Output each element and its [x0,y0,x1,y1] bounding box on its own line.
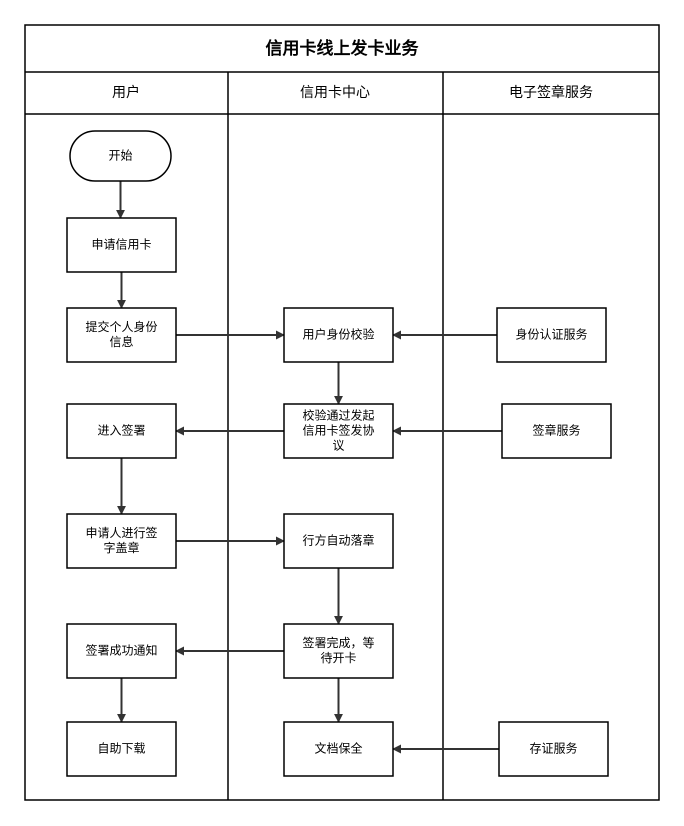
terminal-shape [69,130,172,182]
node-self-download: 自助下载 [66,721,177,777]
process-box [501,403,612,459]
node-label-line: 签章服务 [532,423,580,438]
diagram-frame [24,24,660,801]
process-box [498,721,609,777]
node-label-line: 存证服务 [529,741,577,756]
node-label-line: 进入签署 [97,423,145,438]
node-label-line: 信用卡签发协 [302,423,374,438]
node-label-line: 提交个人身份 [85,319,157,334]
lane-header-user: 用户 [112,84,140,101]
node-sign-notice: 签署成功通知 [66,623,177,679]
node-label-line: 身份认证服务 [515,327,587,342]
node-sign-service: 签章服务 [501,403,612,459]
diagram-title: 信用卡线上发卡业务 [266,38,420,59]
node-label-line: 字盖章 [103,540,139,555]
node-label-line: 签署成功通知 [85,643,157,658]
node-bank-seal: 行方自动落章 [283,513,394,569]
node-label-line: 待开卡 [320,651,356,665]
process-box [283,403,394,459]
node-label-line: 文档保全 [314,741,362,756]
node-label-line: 行方自动落章 [302,533,374,548]
process-box [283,307,394,363]
node-label-line: 自助下载 [97,742,145,756]
lane-header-esign: 电子签章服务 [509,84,593,101]
node-evidence-service: 存证服务 [498,721,609,777]
process-box [66,623,177,679]
node-label-line: 申请人进行签 [85,525,157,540]
process-box [66,307,177,363]
node-label-line: 用户身份校验 [302,327,374,342]
process-box [66,721,177,777]
process-box [66,513,177,569]
node-identity-check: 用户身份校验 [283,307,394,363]
process-box [283,513,394,569]
process-box [66,217,177,273]
node-label-line: 开始 [108,149,132,163]
process-box [66,403,177,459]
node-label-line: 信息 [109,334,133,349]
lane-header-center: 信用卡中心 [300,85,370,101]
node-archive: 文档保全 [283,721,394,777]
node-apply: 申请信用卡 [66,217,177,273]
process-box [496,307,607,363]
node-label-line: 签署完成，等 [302,635,374,650]
node-enter-sign: 进入签署 [66,403,177,459]
process-box [283,721,394,777]
node-label-line: 议 [332,439,344,453]
node-start: 开始 [69,130,172,182]
node-label-line: 申请信用卡 [91,238,151,252]
process-box [283,623,394,679]
node-label-line: 校验通过发起 [302,408,374,423]
node-identity-service: 身份认证服务 [496,307,607,363]
